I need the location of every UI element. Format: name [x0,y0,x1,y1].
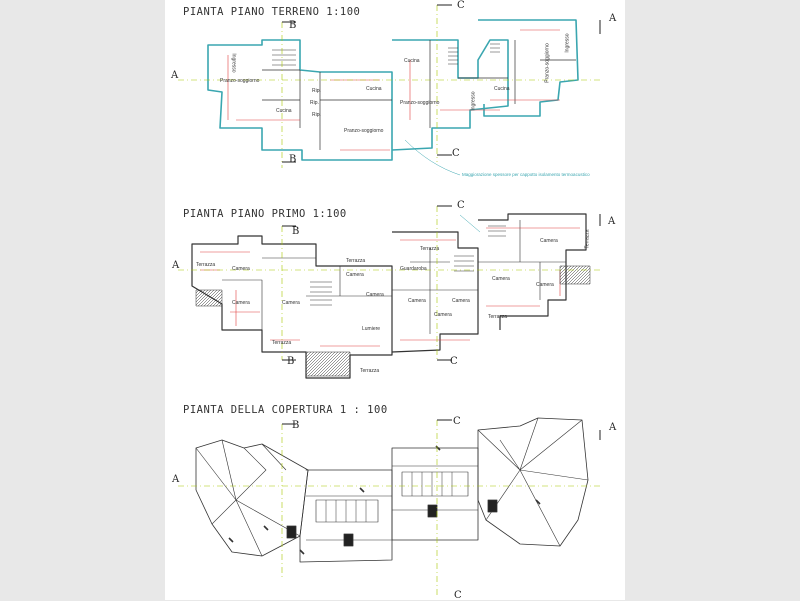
first-floor-title: PIANTA PIANO PRIMO 1:100 [183,208,347,220]
section-label-a: A [171,70,179,81]
room-label: Camera [492,276,510,282]
room-label: Terrazza [360,368,380,374]
section-label-c: C [454,590,462,601]
room-label: Camera [536,282,554,288]
section-label-c: C [457,0,465,11]
room-label: Terrazza [272,340,292,346]
first-wall-middle [391,231,479,353]
room-label: Terrazza [488,314,508,320]
room-label: Terrazza [584,229,591,249]
room-label: Terrazza [420,246,440,252]
section-label-a: A [172,260,180,271]
ground-wall-middle [391,39,509,151]
roof-title: PIANTA DELLA COPERTURA 1 : 100 [183,404,388,416]
section-label-b: B [289,20,297,31]
insulation-note: Maggiorazione spessore per cappotto isol… [462,172,590,177]
ground-wall-left [207,39,393,161]
roof-plan [178,417,601,598]
section-label-a: A [172,474,180,485]
room-label: Camera [232,300,250,306]
section-label-b: B [289,154,297,165]
room-label: Camera [452,298,470,304]
ground-floor-plan [178,4,601,176]
room-label: Terrazza [196,262,216,268]
section-label-c: C [453,416,461,427]
room-label: Ingresso [470,91,477,111]
section-label-a: A [608,216,616,227]
room-label: Pranzo-soggiorno [344,128,384,134]
room-label: Cucina [366,86,382,92]
room-label: Camera [346,272,364,278]
section-label-c: C [450,356,458,367]
section-label-b: B [292,420,300,431]
room-label: Camera [232,266,250,272]
room-label: Cucina [404,58,420,64]
room-label: Guardaroba [400,266,427,272]
room-label: Camera [408,298,426,304]
section-label-b: B [292,226,300,237]
room-label: Pranzo-soggiorno [400,100,440,106]
room-label: Camera [540,238,558,244]
room-label: Cucina [276,108,292,114]
section-label-c: C [452,148,460,159]
section-label-a: A [609,13,617,24]
first-floor-plan [178,205,601,379]
section-label-a: A [609,422,617,433]
ground-wall-right [478,19,579,117]
section-label-c: C [457,200,465,211]
room-label: Terrazza [346,258,366,264]
ground-floor-title: PIANTA PIANO TERRENO 1:100 [183,6,361,18]
room-label: Rip. [310,100,319,106]
room-label: Ingresso [564,33,571,53]
section-label-b: B [287,356,295,367]
room-label: Rip. [312,88,321,94]
room-label: Cucina [494,86,510,92]
room-label: Rip. [312,112,321,118]
room-label: Camera [366,292,384,298]
room-label: Pranzo-soggiorno [220,78,260,84]
room-label: Ingresso [230,53,237,73]
room-label: Camera [282,300,300,306]
first-wall-right [478,213,587,330]
room-label: Pranzo-soggiorno [544,43,551,83]
room-label: Camera [434,312,452,318]
room-label: Lumiere [362,326,381,332]
